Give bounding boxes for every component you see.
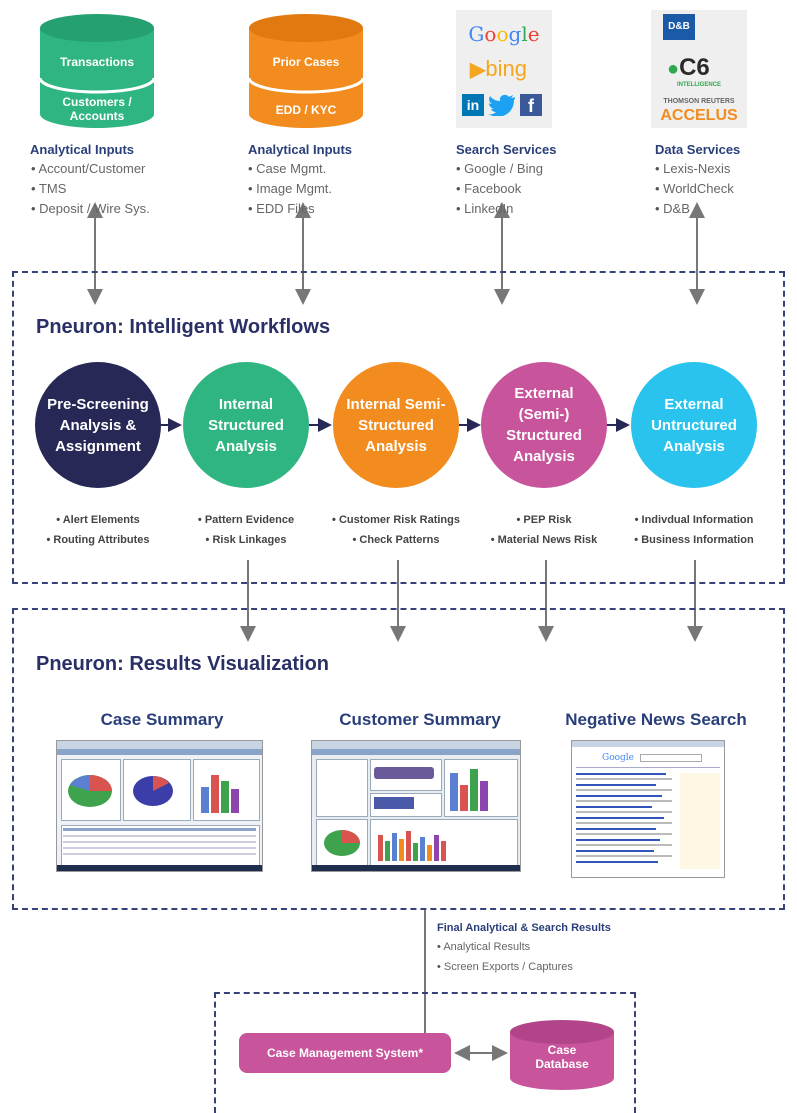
c6-sub: INTELLIGENCE	[676, 82, 721, 88]
workflows-panel	[12, 271, 785, 584]
db-label-line: Database	[535, 1057, 589, 1071]
db-label-line: Case	[547, 1043, 577, 1057]
negative-news-title: Negative News Search	[565, 710, 747, 729]
feature-item: • Check Patterns	[352, 534, 440, 546]
pie-chart-icon	[324, 830, 360, 856]
feature-text: Risk Linkages	[212, 534, 287, 546]
workflows-title: Pneuron: Intelligent Workflows	[36, 316, 331, 338]
linkedin-icon: in	[462, 94, 484, 116]
db-bottom-label: EDD / KYC	[275, 103, 337, 117]
feature-item: • Risk Linkages	[205, 534, 287, 546]
features-3: • Customer Risk Ratings • Check Patterns	[321, 510, 471, 550]
thomson-reuters-label: THOMSON REUTERS	[663, 98, 735, 105]
case-summary-screenshot	[56, 740, 263, 872]
step-external-unstructured: External Untructured Analysis	[631, 362, 757, 488]
input-title: Analytical Inputs	[248, 142, 353, 157]
final-results-list: Analytical Results Screen Exports / Capt…	[437, 937, 573, 977]
feature-item: • Material News Risk	[490, 534, 598, 546]
features-4: • PEP Risk • Material News Risk	[469, 510, 619, 550]
features-1: • Alert Elements • Routing Attributes	[23, 510, 173, 550]
final-results-title: Final Analytical & Search Results	[437, 922, 611, 934]
input-title: Data Services	[655, 142, 741, 157]
input-list: Account/Customer TMS Deposit / Wire Sys.	[31, 159, 150, 219]
list-item: Case Mgmt.	[248, 159, 332, 179]
input-title: Search Services	[456, 142, 557, 157]
feature-text: Pattern Evidence	[204, 514, 295, 526]
accelus-logo: ACCELUS	[660, 107, 738, 124]
list-item: TMS	[31, 179, 150, 199]
feature-item: • Alert Elements	[56, 514, 140, 526]
bar-chart-icon	[378, 831, 446, 861]
customer-summary-screenshot	[311, 740, 521, 872]
feature-item: • Customer Risk Ratings	[332, 514, 460, 526]
db-top-label: Prior Cases	[272, 55, 340, 69]
feature-item: • PEP Risk	[516, 514, 572, 526]
bar-chart-icon	[201, 775, 239, 813]
feature-text: Material News Risk	[497, 534, 598, 546]
step-internal-structured: Internal Structured Analysis	[183, 362, 309, 488]
db-top-label: Transactions	[59, 55, 135, 69]
google-logo: Google	[468, 22, 540, 46]
input-list: Lexis-Nexis WorldCheck D&B	[655, 159, 734, 219]
twitter-icon	[488, 94, 515, 116]
list-item: Image Mgmt.	[248, 179, 332, 199]
bing-text: bing	[485, 56, 527, 81]
input-list: Case Mgmt. Image Mgmt. EDD Files	[248, 159, 332, 219]
facebook-icon: f	[520, 94, 542, 116]
list-item: Deposit / Wire Sys.	[31, 199, 150, 219]
list-item: LinkedIn	[456, 199, 543, 219]
feature-text: Customer Risk Ratings	[338, 514, 460, 526]
list-item: Account/Customer	[31, 159, 150, 179]
bar-chart-icon	[450, 769, 488, 811]
customer-summary-title: Customer Summary	[339, 710, 501, 729]
list-item: Google / Bing	[456, 159, 543, 179]
negative-news-screenshot: Google	[571, 740, 725, 878]
search-logos: Google ▶bing in f	[456, 10, 552, 128]
step-pre-screening: Pre-Screening Analysis & Assignment	[35, 362, 161, 488]
google-logo-small: Google	[602, 753, 634, 763]
case-database-icon	[510, 1020, 614, 1090]
list-item: Lexis-Nexis	[655, 159, 734, 179]
results-panel	[12, 608, 785, 910]
c6-logo: ●C6	[667, 54, 710, 81]
bing-logo: ▶bing	[470, 56, 527, 81]
feature-text: Business Information	[641, 534, 754, 546]
list-item: Screen Exports / Captures	[437, 957, 573, 977]
feature-text: Check Patterns	[359, 534, 440, 546]
step-internal-semi-structured: Internal Semi-Structured Analysis	[333, 362, 459, 488]
list-item: EDD Files	[248, 199, 332, 219]
list-item: Facebook	[456, 179, 543, 199]
feature-text: Indivdual Information	[641, 514, 754, 526]
feature-item: • Business Information	[634, 534, 754, 546]
feature-text: Routing Attributes	[53, 534, 150, 546]
list-item: WorldCheck	[655, 179, 734, 199]
case-summary-title: Case Summary	[100, 710, 224, 729]
transactions-database-icon	[40, 14, 154, 128]
list-item: Analytical Results	[437, 937, 573, 957]
db-bottom-label: Customers / Accounts	[62, 95, 132, 123]
case-management-panel	[214, 992, 636, 1113]
input-list: Google / Bing Facebook LinkedIn	[456, 159, 543, 219]
results-title: Pneuron: Results Visualization	[36, 653, 330, 675]
pie-chart-icon	[133, 776, 173, 806]
list-item: D&B	[655, 199, 734, 219]
feature-item: • Pattern Evidence	[197, 514, 295, 526]
case-management-system-box: Case Management System*	[239, 1033, 451, 1073]
prior-cases-database-icon	[249, 14, 363, 128]
dnb-logo: D&B	[663, 14, 695, 40]
feature-text: PEP Risk	[523, 514, 572, 526]
feature-item: • Indivdual Information	[634, 514, 754, 526]
features-5: • Indivdual Information • Business Infor…	[619, 510, 769, 550]
data-service-logos: D&B ●C6 INTELLIGENCE THOMSON REUTERS ACC…	[651, 10, 747, 128]
input-title: Analytical Inputs	[30, 142, 135, 157]
step-external-semi-structured: External (Semi-) Structured Analysis	[481, 362, 607, 488]
case-database-label: Case Database	[510, 1043, 614, 1071]
c6-text: C6	[679, 54, 710, 81]
feature-item: • Routing Attributes	[46, 534, 150, 546]
feature-text: Alert Elements	[62, 514, 140, 526]
pie-chart-icon	[68, 775, 112, 807]
features-2: • Pattern Evidence • Risk Linkages	[171, 510, 321, 550]
